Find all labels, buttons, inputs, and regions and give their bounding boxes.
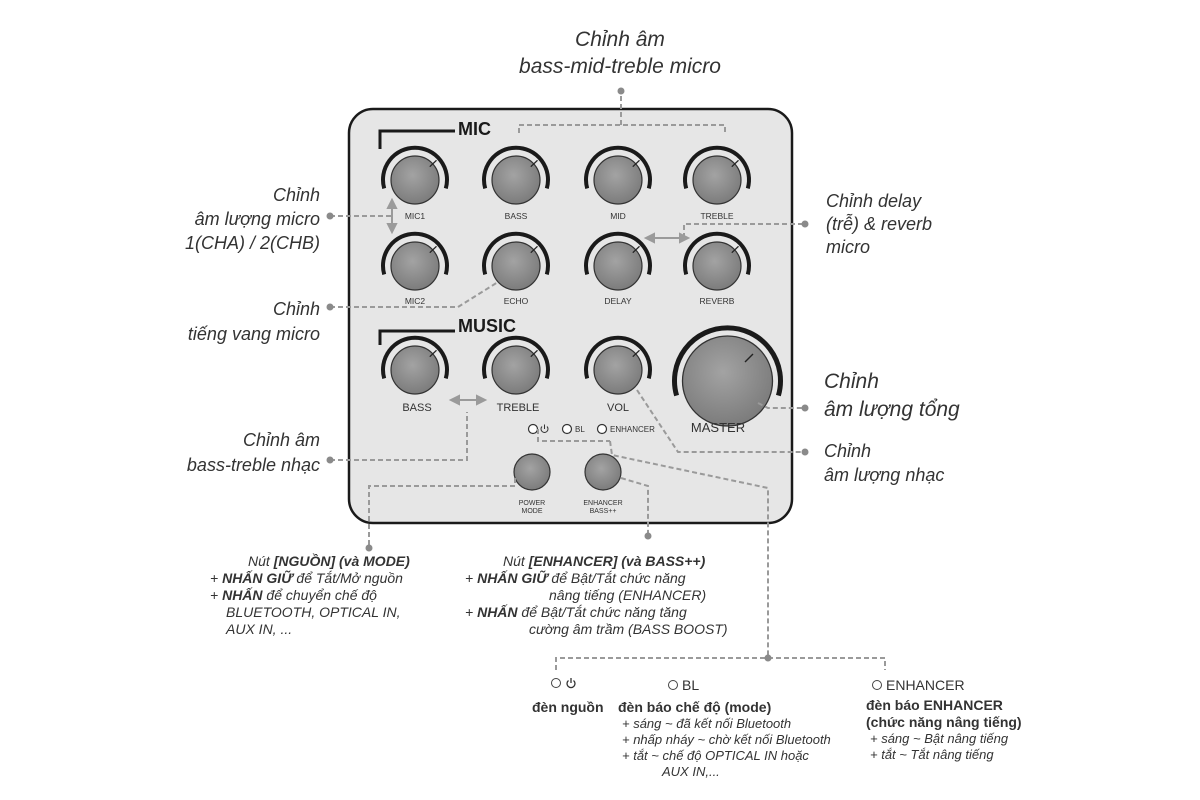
callout-mic-volume: Chỉnh âm lượng micro 1(CHA) / 2(CHB) xyxy=(184,185,320,253)
enhancer-button-label-2: BASS++ xyxy=(590,508,617,515)
label-music-bass: BASS xyxy=(402,402,431,414)
callout-music-tone: Chỉnh âm bass-treble nhạc xyxy=(186,430,320,475)
knob-vol[interactable] xyxy=(584,335,652,395)
legend-bl-led: BL xyxy=(668,677,699,693)
knob-echo[interactable] xyxy=(482,231,550,291)
enhancer-button-note: Nút [ENHANCER] (và BASS++) + NHẤN GIỮ để… xyxy=(465,553,728,637)
label-music-treble: TREBLE xyxy=(497,402,540,414)
label-delay: DELAY xyxy=(604,296,632,306)
legend-bl-led-dot xyxy=(668,680,678,690)
legend-enhancer-text: đèn báo ENHANCER (chức năng nâng tiếng) … xyxy=(866,697,1022,762)
label-bass: BASS xyxy=(505,211,528,221)
legend-enhancer-led: ENHANCER xyxy=(872,677,965,693)
power-icon xyxy=(566,678,576,689)
leader-lines xyxy=(330,91,886,670)
arrows xyxy=(386,197,691,406)
legend-enhancer-led-dot xyxy=(872,680,882,690)
label-reverb: REVERB xyxy=(700,296,735,306)
leader-dots xyxy=(326,87,809,662)
callout-echo: Chỉnh tiếng vang micro xyxy=(187,299,320,344)
bl-led-label: BL xyxy=(575,425,585,434)
callout-music-volume: Chỉnh âm lượng nhạc xyxy=(824,441,945,485)
knob-mic2[interactable] xyxy=(381,231,449,291)
power-icon xyxy=(540,424,549,433)
callout-master: Chỉnh âm lượng tổng xyxy=(824,370,960,421)
legend-enhancer-symbol: ENHANCER xyxy=(886,677,965,693)
label-treble: TREBLE xyxy=(700,211,733,221)
power-button-note: Nút [NGUỒN] (và MODE) + NHẤN GIỮ để Tắt/… xyxy=(210,553,410,637)
legend-power-led-dot xyxy=(551,678,561,688)
enhancer-led-label: ENHANCER xyxy=(610,425,655,434)
mic-section-bar xyxy=(378,129,455,149)
power-mode-button[interactable] xyxy=(513,453,551,491)
legend-power-led xyxy=(551,677,577,689)
bl-led xyxy=(561,423,573,435)
power-led xyxy=(527,423,539,435)
section-title-mic: MIC xyxy=(458,119,491,139)
legend-bl-text: đèn báo chế độ (mode) + sáng ~ đã kết nố… xyxy=(618,699,831,779)
label-mic1: MIC1 xyxy=(405,211,426,221)
callout-mic-tone: Chỉnh âm bass-mid-treble micro xyxy=(519,28,721,78)
legend-power-label: đèn nguồn xyxy=(532,699,604,715)
label-echo: ECHO xyxy=(504,296,529,306)
mixer-panel xyxy=(347,107,794,525)
knob-master[interactable] xyxy=(672,325,783,427)
legend-bl-symbol: BL xyxy=(682,677,700,693)
section-title-music: MUSIC xyxy=(458,316,516,336)
enhancer-led xyxy=(596,423,608,435)
knob-treble[interactable] xyxy=(683,145,751,205)
label-vol: VOL xyxy=(607,402,629,414)
knob-music-treble[interactable] xyxy=(482,335,550,395)
knob-reverb[interactable] xyxy=(683,231,751,291)
enhancer-bass-button[interactable] xyxy=(584,453,622,491)
label-mid: MID xyxy=(610,211,626,221)
knob-music-bass[interactable] xyxy=(381,335,449,395)
label-master: MASTER xyxy=(691,420,745,435)
music-section-bar xyxy=(378,329,455,345)
label-mic2: MIC2 xyxy=(405,296,426,306)
enhancer-button-label-1: ENHANCER xyxy=(583,500,622,507)
knob-mid[interactable] xyxy=(584,145,652,205)
callout-delay-reverb: Chỉnh delay (trễ) & reverb micro xyxy=(826,191,933,257)
knob-mic1[interactable] xyxy=(381,145,449,205)
power-button-label-1: POWER xyxy=(519,500,545,507)
knob-bass[interactable] xyxy=(482,145,550,205)
power-button-label-2: MODE xyxy=(522,508,543,515)
knob-delay[interactable] xyxy=(584,231,652,291)
